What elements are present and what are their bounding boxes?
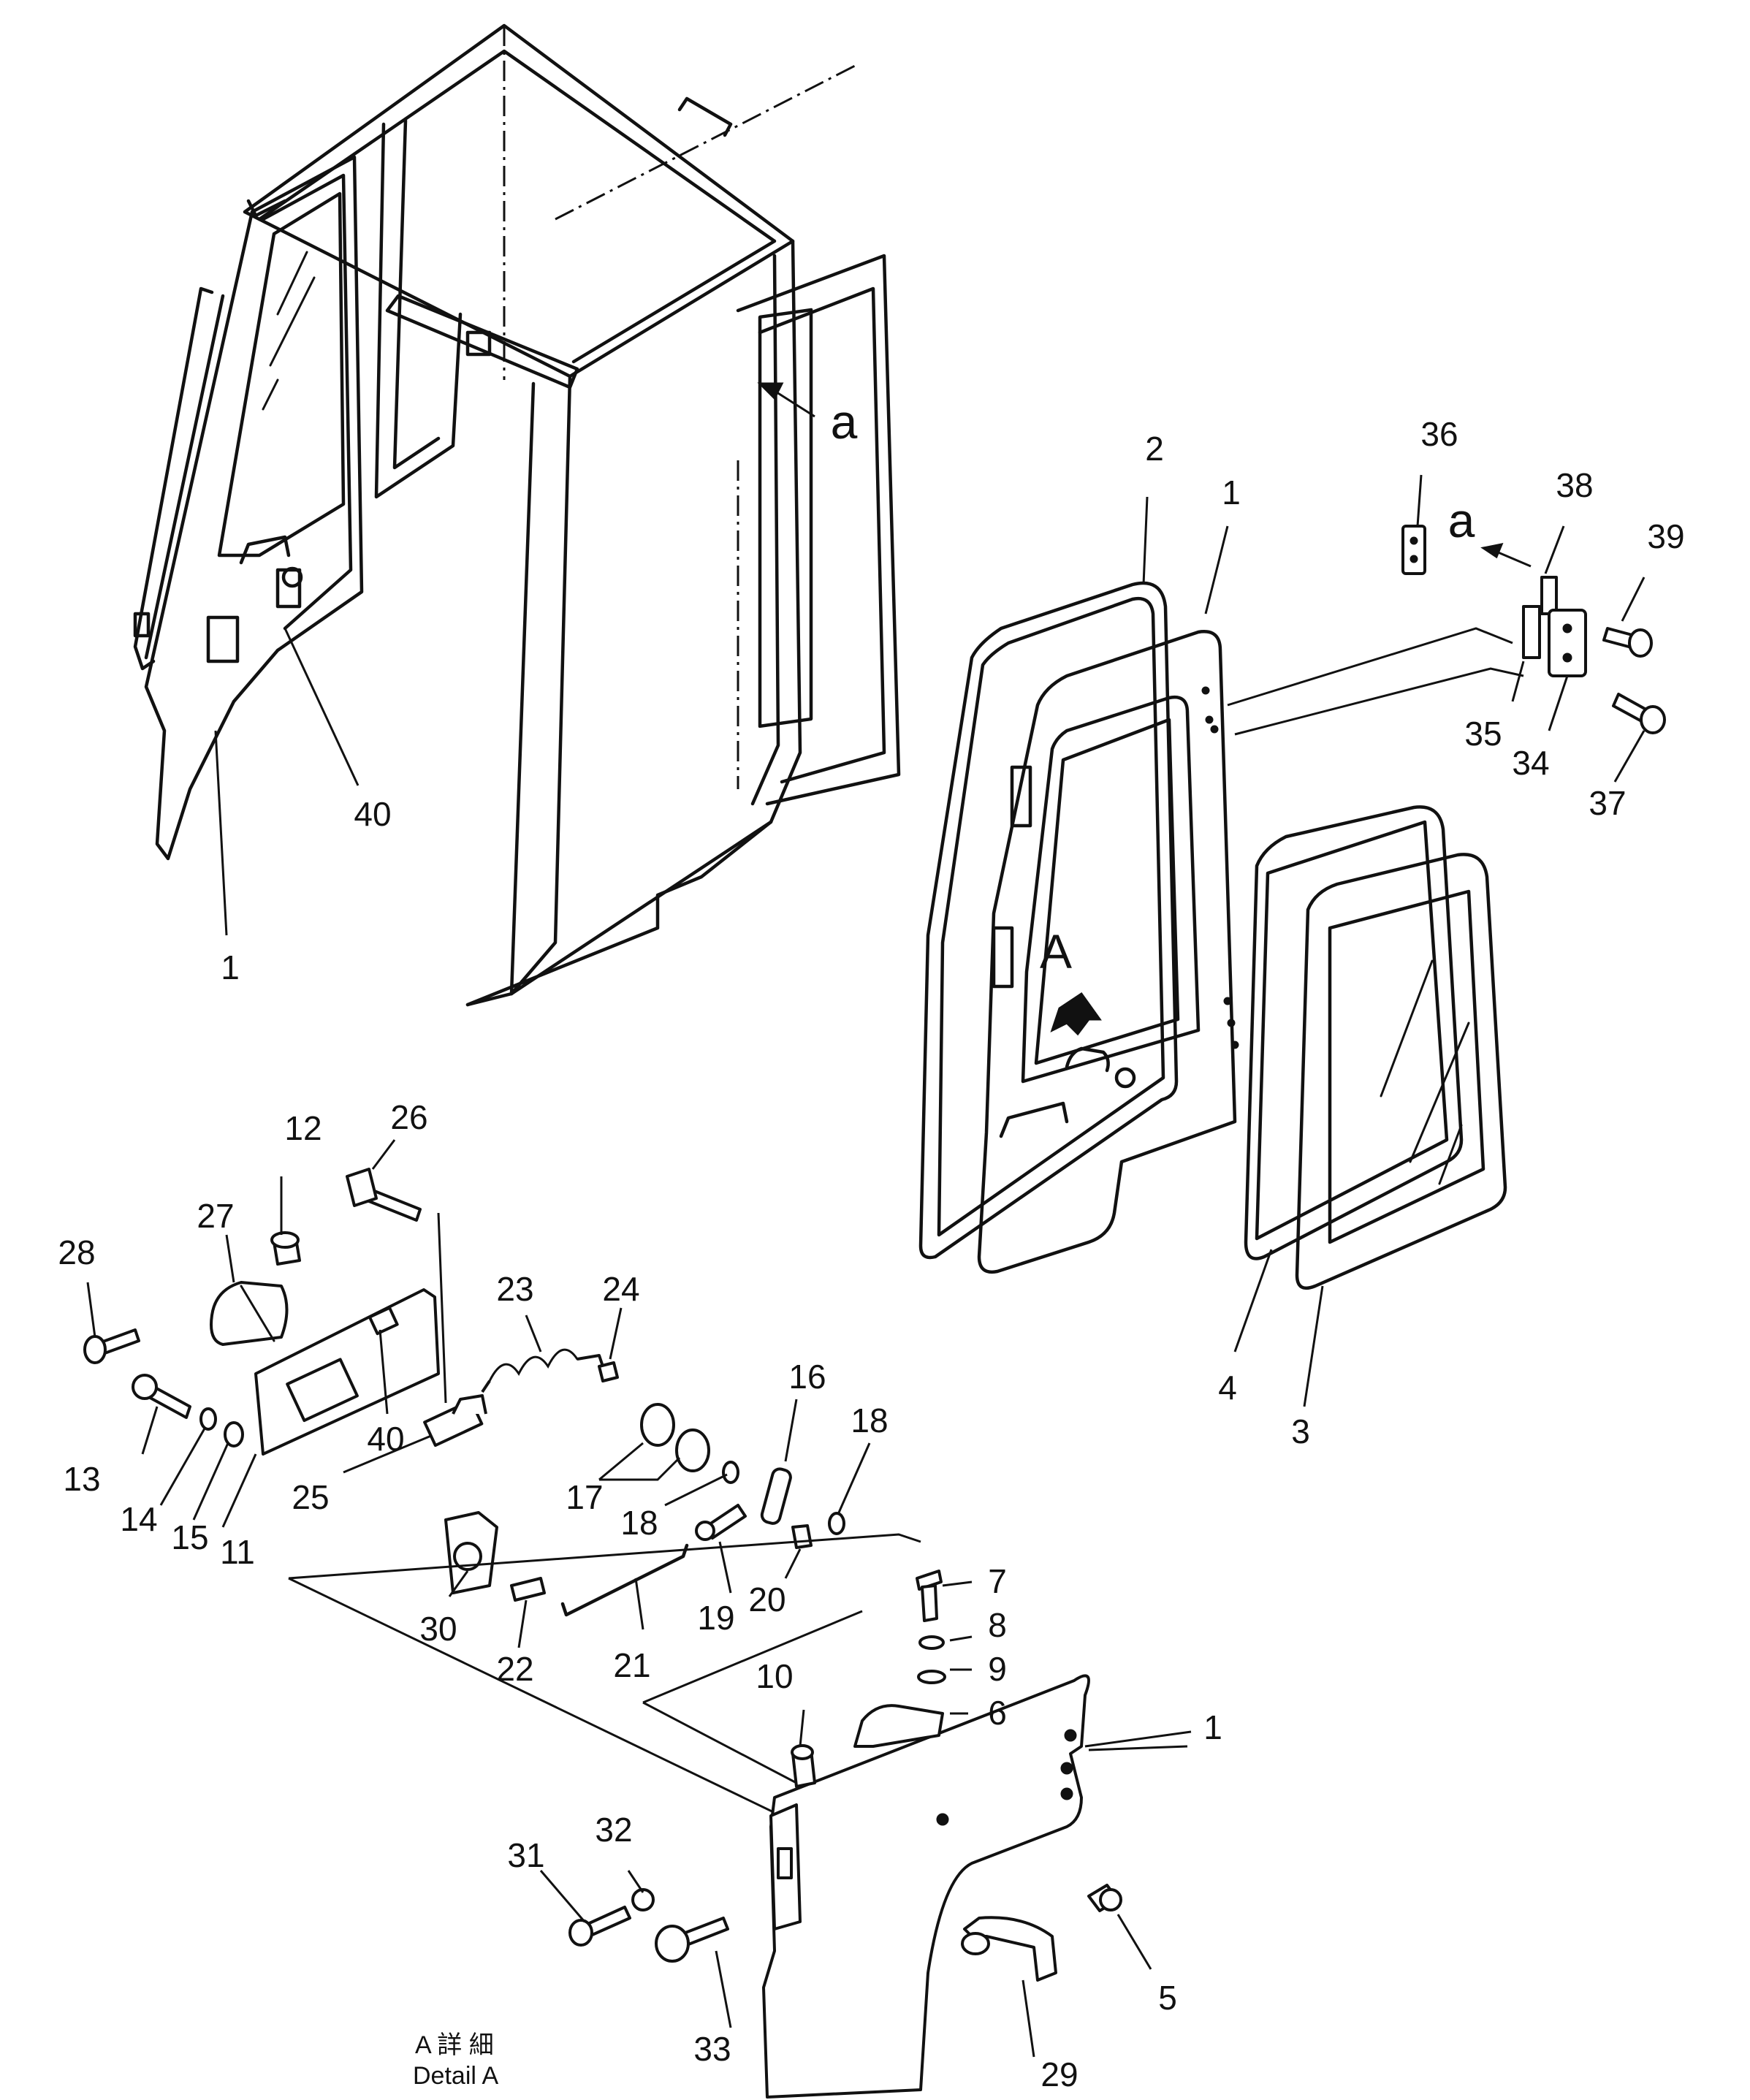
callout-12: 12 (284, 1109, 322, 1147)
callout-29: 29 (1041, 2055, 1078, 2093)
callout-14: 14 (120, 1500, 157, 1538)
callout-17: 17 (566, 1478, 603, 1516)
cab-left-door (133, 155, 364, 861)
callout-35: 35 (1464, 715, 1502, 753)
callout-1-cab: 1 (221, 948, 240, 986)
callout-numbers: 1 40 2 1 36 38 39 35 34 37 4 3 26 12 27 … (58, 415, 1684, 2093)
callout-36: 36 (1420, 415, 1458, 453)
detail-caption-jp: A 詳 細 (415, 2031, 494, 2059)
callout-33: 33 (693, 2030, 731, 2068)
detail-caption-en: Detail A (413, 2062, 498, 2090)
door-assembly (918, 581, 1524, 1274)
cab-arrow-a (757, 382, 815, 418)
callout-20: 20 (748, 1580, 785, 1618)
callout-38: 38 (1556, 466, 1593, 504)
callout-39: 39 (1647, 517, 1684, 555)
callout-23: 23 (496, 1270, 533, 1308)
callout-8: 8 (988, 1606, 1007, 1644)
window-seal-and-glass (1244, 805, 1507, 1290)
callout-19: 19 (697, 1599, 734, 1637)
callout-1-detail: 1 (1203, 1708, 1222, 1746)
callout-37: 37 (1589, 784, 1626, 822)
callout-10: 10 (756, 1657, 793, 1695)
callout-3: 3 (1291, 1412, 1310, 1450)
detail-a (83, 1168, 1122, 2099)
callout-16: 16 (788, 1358, 826, 1396)
callout-9: 9 (988, 1650, 1007, 1688)
hinge-parts (1401, 525, 1666, 734)
callout-32: 32 (595, 1811, 632, 1849)
callout-40-cab: 40 (354, 795, 391, 833)
callout-7: 7 (988, 1562, 1007, 1600)
leader-lines (86, 474, 1646, 2058)
callout-11: 11 (220, 1533, 255, 1571)
cab-frame (243, 23, 901, 1007)
callout-1-door: 1 (1222, 473, 1241, 511)
callout-4: 4 (1218, 1369, 1237, 1407)
view-marker-a-hinge: a (1448, 493, 1475, 547)
view-markers: a a A (831, 395, 1475, 978)
callout-26: 26 (390, 1098, 427, 1136)
callout-18-left: 18 (620, 1504, 658, 1542)
callout-25: 25 (292, 1478, 329, 1516)
callout-21: 21 (613, 1646, 650, 1684)
view-marker-a-cab: a (831, 395, 858, 449)
view-marker-A-door: A (1040, 924, 1072, 978)
callout-22: 22 (496, 1650, 533, 1688)
callout-31: 31 (507, 1836, 544, 1874)
callout-24: 24 (602, 1270, 639, 1308)
detail-caption: A 詳 細 Detail A (413, 2031, 498, 2090)
callout-18-right: 18 (851, 1401, 888, 1439)
callout-34: 34 (1512, 744, 1549, 782)
callout-28: 28 (58, 1233, 95, 1271)
callout-2: 2 (1145, 430, 1164, 468)
callout-13: 13 (63, 1460, 100, 1498)
callout-15: 15 (171, 1518, 208, 1556)
callout-27: 27 (197, 1197, 234, 1235)
callout-40-plate: 40 (367, 1420, 404, 1458)
callout-30: 30 (419, 1610, 457, 1648)
callout-5: 5 (1158, 1979, 1177, 2017)
callout-6: 6 (988, 1694, 1007, 1732)
